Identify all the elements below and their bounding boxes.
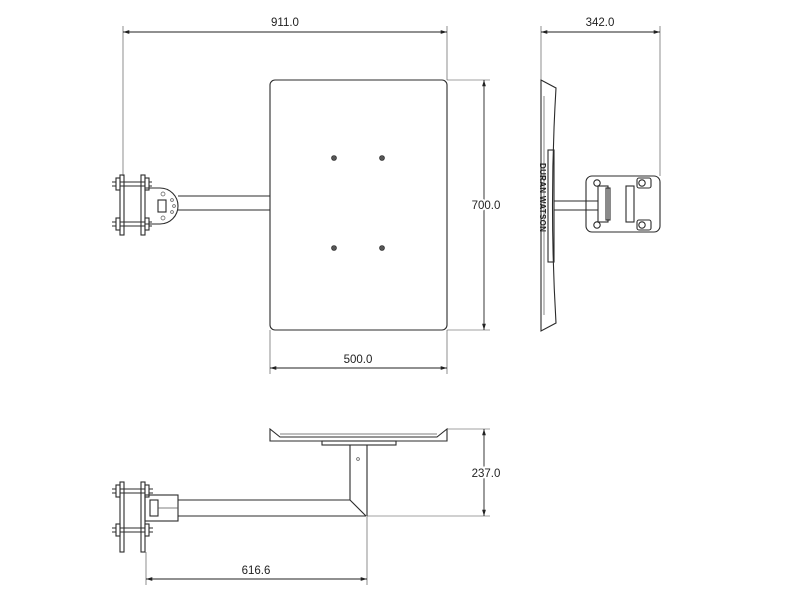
dim-bottom-reach: 616.6	[145, 516, 368, 585]
bottom-view: 237.0 616.6	[112, 427, 502, 585]
dim-label-mirror-width: 500.0	[344, 354, 373, 366]
dim-label-mirror-height: 700.0	[472, 200, 501, 212]
dim-label-bottom-height: 237.0	[472, 468, 501, 480]
dim-label-side-depth: 342.0	[586, 17, 615, 29]
mirror-panel	[269, 79, 448, 331]
bottom-clamp	[112, 481, 179, 553]
mounting-hole	[379, 155, 385, 161]
dim-mirror-height: 700.0	[447, 79, 502, 331]
side-wall-plate	[585, 175, 661, 233]
mounting-hole	[331, 245, 337, 251]
bottom-mirror-tray	[269, 427, 448, 442]
dim-label-bottom-reach: 616.6	[242, 565, 271, 577]
front-arm	[178, 195, 270, 211]
dim-side-depth: 342.0	[540, 17, 661, 176]
mounting-hole	[379, 245, 385, 251]
dim-bottom-height: 237.0	[367, 428, 502, 517]
mounting-hole	[331, 155, 337, 161]
dim-overall-width: 911.0	[122, 17, 448, 176]
brand-logo: DURAN WATSON	[538, 163, 547, 232]
side-view: DURAN WATSON 342.0	[538, 17, 661, 332]
dim-mirror-width: 500.0	[269, 330, 448, 374]
side-mirror-edge	[540, 79, 557, 332]
front-view: 911.0 700.0 500.0	[112, 17, 502, 374]
front-clamp	[112, 174, 179, 236]
dim-label-overall-width: 911.0	[271, 17, 299, 29]
